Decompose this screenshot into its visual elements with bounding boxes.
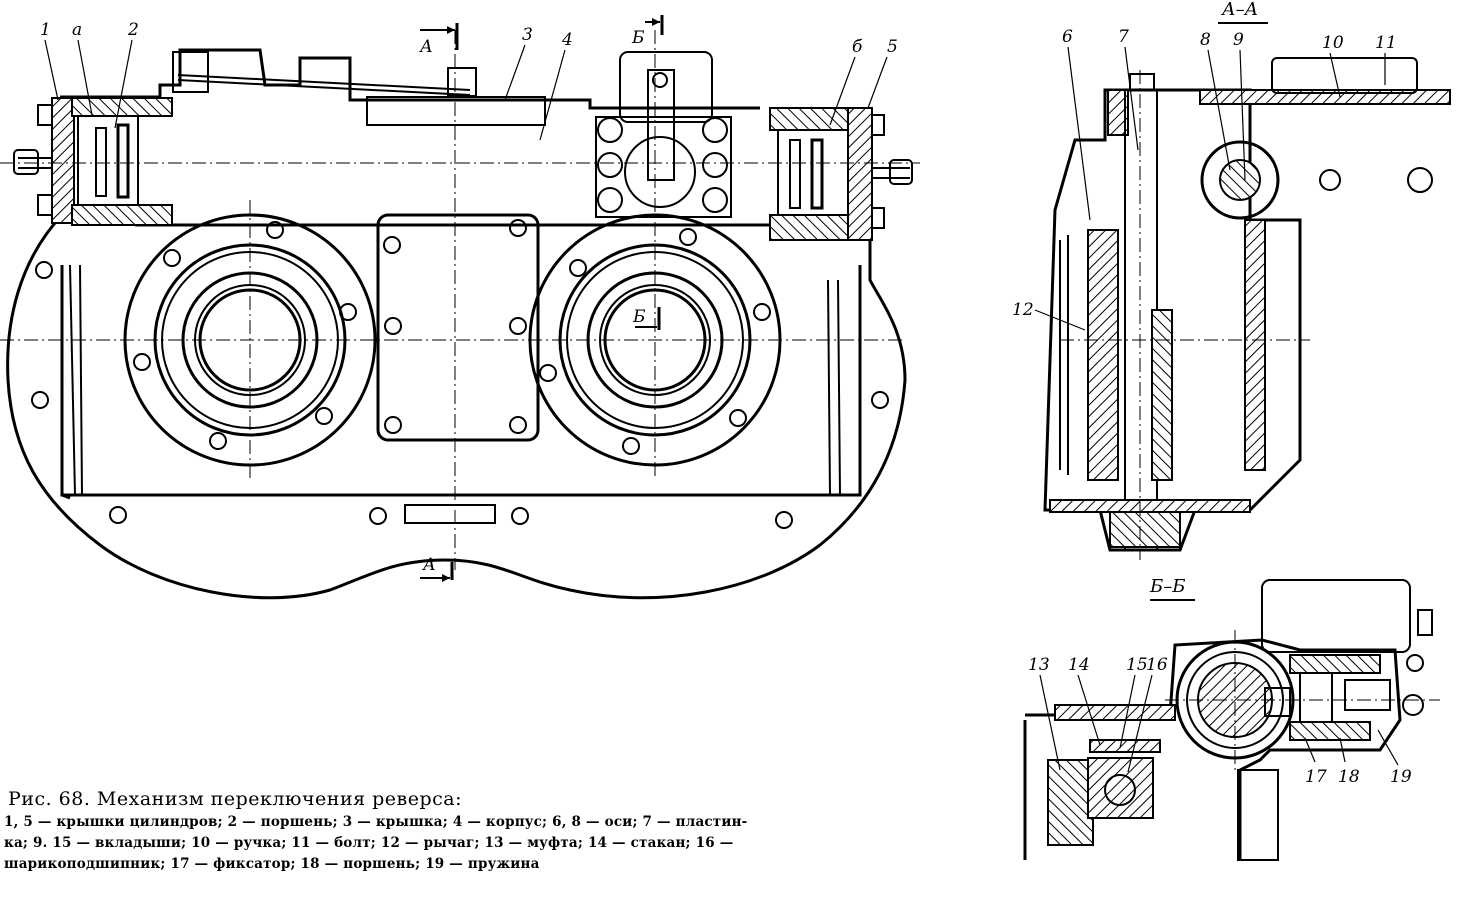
bb-coupling-13 (1047, 759, 1094, 846)
svg-text:8: 8 (1200, 30, 1211, 50)
aa-plate (1151, 309, 1173, 481)
bb-ball (1104, 774, 1136, 806)
bb-cup-14 (1089, 739, 1161, 753)
svg-text:11: 11 (1375, 33, 1397, 53)
top-rod (177, 74, 471, 96)
aa-bottom-flange (1049, 499, 1251, 513)
aa-lever-12 (1087, 229, 1119, 481)
cover-3 (366, 96, 546, 126)
aa-bearing-9 (1200, 140, 1280, 220)
bb-cylinder-upper (1289, 654, 1381, 674)
svg-text:14: 14 (1068, 655, 1090, 675)
right-cylinder (769, 107, 913, 241)
section-mark-a-bottom: А (420, 555, 454, 582)
svg-text:А: А (422, 555, 436, 575)
bb-spring-19 (1344, 679, 1391, 711)
main-view: А А Б Б 1 а 2 3 4 б 5 (0, 15, 920, 600)
section-aa: А–А 6 7 8 9 10 11 12 (1012, 0, 1451, 560)
section-mark-a-top: А (419, 23, 459, 57)
svg-text:5: 5 (887, 37, 898, 57)
svg-text:4: 4 (561, 30, 573, 50)
aa-disc (1059, 235, 1069, 475)
section-bb: Б–Б 13 14 15 16 17 18 19 (1023, 576, 1440, 861)
bb-cover (1261, 579, 1411, 653)
svg-text:6: 6 (1062, 27, 1073, 47)
bb-cylinder-lower (1289, 721, 1371, 741)
svg-text:3: 3 (522, 25, 533, 45)
bolt-head-top (447, 67, 477, 97)
center-cover (376, 213, 540, 442)
svg-text:Б: Б (631, 28, 645, 48)
figure-title: Рис. 68. Механизм переключения реверса: (8, 788, 463, 810)
selector-block (595, 51, 732, 218)
section-aa-title: А–А (1220, 0, 1258, 20)
svg-text:17: 17 (1305, 767, 1327, 787)
bolts (31, 219, 889, 529)
aa-bottom-cap (1109, 511, 1181, 548)
housing-outline (6, 213, 907, 600)
left-cylinder (13, 97, 173, 226)
bb-top-wall (1054, 704, 1176, 721)
svg-text:9: 9 (1233, 30, 1244, 50)
svg-text:Б: Б (632, 307, 646, 327)
bb-piston-18 (1299, 672, 1333, 723)
bb-housing (1023, 638, 1402, 860)
aa-callouts: 6 7 8 9 10 11 12 (1012, 27, 1397, 331)
aa-shaft-boss (1107, 89, 1129, 136)
side-plate-right (827, 279, 841, 496)
svg-text:12: 12 (1012, 300, 1034, 320)
side-plate-left (69, 264, 83, 496)
svg-text:16: 16 (1146, 655, 1168, 675)
bb-shaft (1197, 662, 1273, 738)
drain-plug (404, 504, 496, 524)
svg-text:10: 10 (1322, 33, 1344, 53)
bb-detent-17 (1264, 687, 1291, 717)
svg-text:7: 7 (1118, 27, 1129, 47)
svg-text:13: 13 (1028, 655, 1050, 675)
svg-text:19: 19 (1390, 767, 1412, 787)
svg-text:1: 1 (40, 20, 51, 40)
section-mark-b-top: Б (631, 15, 664, 48)
bb-callouts: 13 14 15 16 17 18 19 (1028, 655, 1412, 787)
section-bb-title: Б–Б (1149, 576, 1185, 597)
legend-line-3: шарикоподшипник; 17 — фиксатор; 18 — пор… (4, 856, 540, 872)
svg-text:2: 2 (127, 20, 139, 40)
pivot-block (172, 51, 209, 93)
figure-caption: Рис. 68. Механизм переключения реверса: … (4, 786, 964, 875)
bb-bearing-race (1087, 757, 1154, 819)
lower-body (60, 223, 862, 500)
svg-text:А: А (419, 37, 433, 57)
aa-handle-housing (1271, 57, 1418, 94)
svg-text:а: а (72, 20, 82, 40)
aa-bolt-head (1129, 73, 1155, 91)
svg-text:б: б (852, 37, 863, 57)
svg-text:15: 15 (1126, 655, 1148, 675)
main-callouts: 1 а 2 3 4 б 5 (40, 20, 898, 141)
legend-line-2: ка; 9. 15 — вкладыши; 10 — ручка; 11 — б… (4, 835, 734, 851)
section-mark-b-mid: Б (632, 307, 661, 330)
legend-line-1: 1, 5 — крышки цилиндров; 2 — поршень; 3 … (4, 814, 748, 830)
aa-right-wall (1244, 219, 1266, 471)
svg-text:18: 18 (1338, 767, 1360, 787)
